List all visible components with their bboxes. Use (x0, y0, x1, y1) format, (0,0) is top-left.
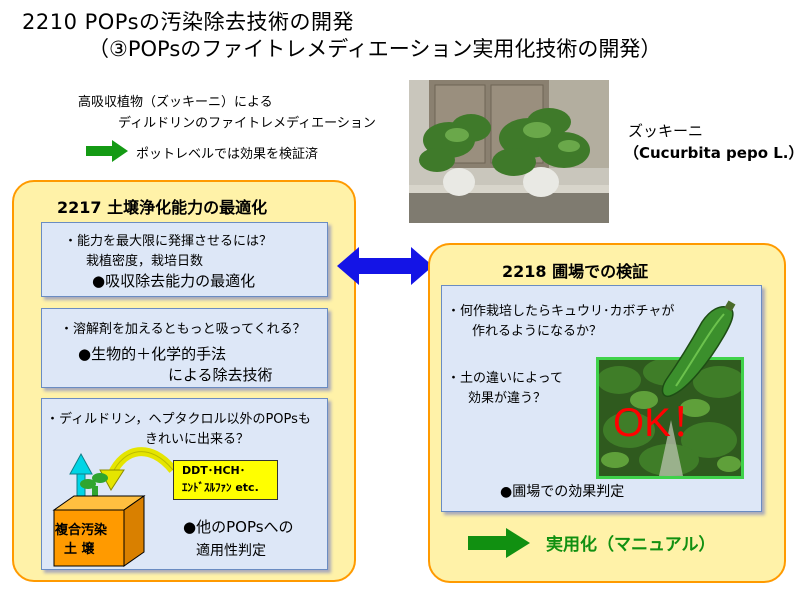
right-arrow-icon (86, 140, 128, 162)
solubilizer-method-2: による除去技術 (168, 366, 273, 384)
soil-label-1: 複合汚染 (55, 523, 108, 538)
capacity-factors: 栽植密度，栽培日数 (86, 254, 204, 269)
intro-line-1: 高吸収植物（ズッキーニ）による (78, 95, 273, 110)
outcome-arrow-icon (468, 528, 530, 558)
intro-line-2: ディルドリンのファイトレメディエーション (118, 116, 376, 131)
outcome-label: 実用化（マニュアル） (546, 535, 716, 555)
solubilizer-box (41, 308, 328, 388)
other-pops-question: ・ディルドリン，ヘプタクロル以外のPOPsも (46, 412, 311, 427)
soil-uptake-diagram (52, 447, 177, 567)
field-conclusion: ●圃場での効果判定 (500, 484, 625, 500)
solubilizer-method: ●生物的＋化学的手法 (78, 345, 227, 363)
double-arrow-icon (337, 247, 433, 285)
intro-result: ポットレベルでは効果を検証済 (136, 147, 319, 162)
other-pops-conclusion-2: 適用性判定 (196, 543, 266, 559)
cucumber-image (661, 300, 736, 398)
capacity-box (41, 222, 328, 297)
capacity-conclusion: ●吸収除去能力の最適化 (92, 272, 256, 290)
plant-name: ズッキーニ (628, 122, 704, 140)
other-pops-question-2: きれいに出来る？ (145, 432, 250, 447)
chemical-label-box (173, 460, 278, 500)
field-question-1-cont: 作れるようになるか？ (472, 324, 603, 339)
field-question-2: ・土の違いによって (447, 371, 563, 386)
soil-label-2: 土 壌 (64, 542, 95, 557)
capacity-question: ・能力を最大限に発揮させるには？ (64, 234, 273, 249)
optimization-panel-title: 2217 土壌浄化能力の最適化 (57, 198, 268, 217)
chemical-label-line-1: DDT･HCH･ (182, 464, 246, 477)
chemical-label-line-2: ｴﾝﾄﾞｽﾙﾌｧﾝ etc. (182, 481, 259, 494)
chemical-label: DDT･HCH･ ｴﾝﾄﾞｽﾙﾌｧﾝ etc. (182, 462, 259, 496)
field-question-2-cont: 効果が違う？ (468, 391, 547, 406)
field-question-1: ・何作栽培したらキュウリ･カボチャが (447, 304, 675, 319)
other-pops-conclusion: ●他のPOPsへの (183, 518, 294, 536)
field-verification-panel-title: 2218 圃場での検証 (502, 262, 649, 281)
zucchini-photo (409, 80, 609, 223)
plant-latin-name: （Cucurbita pepo L.） (624, 144, 800, 162)
main-title: 2210 POPsの汚染除去技術の開発 (22, 10, 355, 34)
ok-label: OK！ (613, 401, 711, 445)
solubilizer-question: ・溶解剤を加えるともっと吸ってくれる？ (60, 322, 306, 337)
sub-title: （③POPsのファイトレメディエーション実用化技術の開発） (88, 37, 662, 61)
